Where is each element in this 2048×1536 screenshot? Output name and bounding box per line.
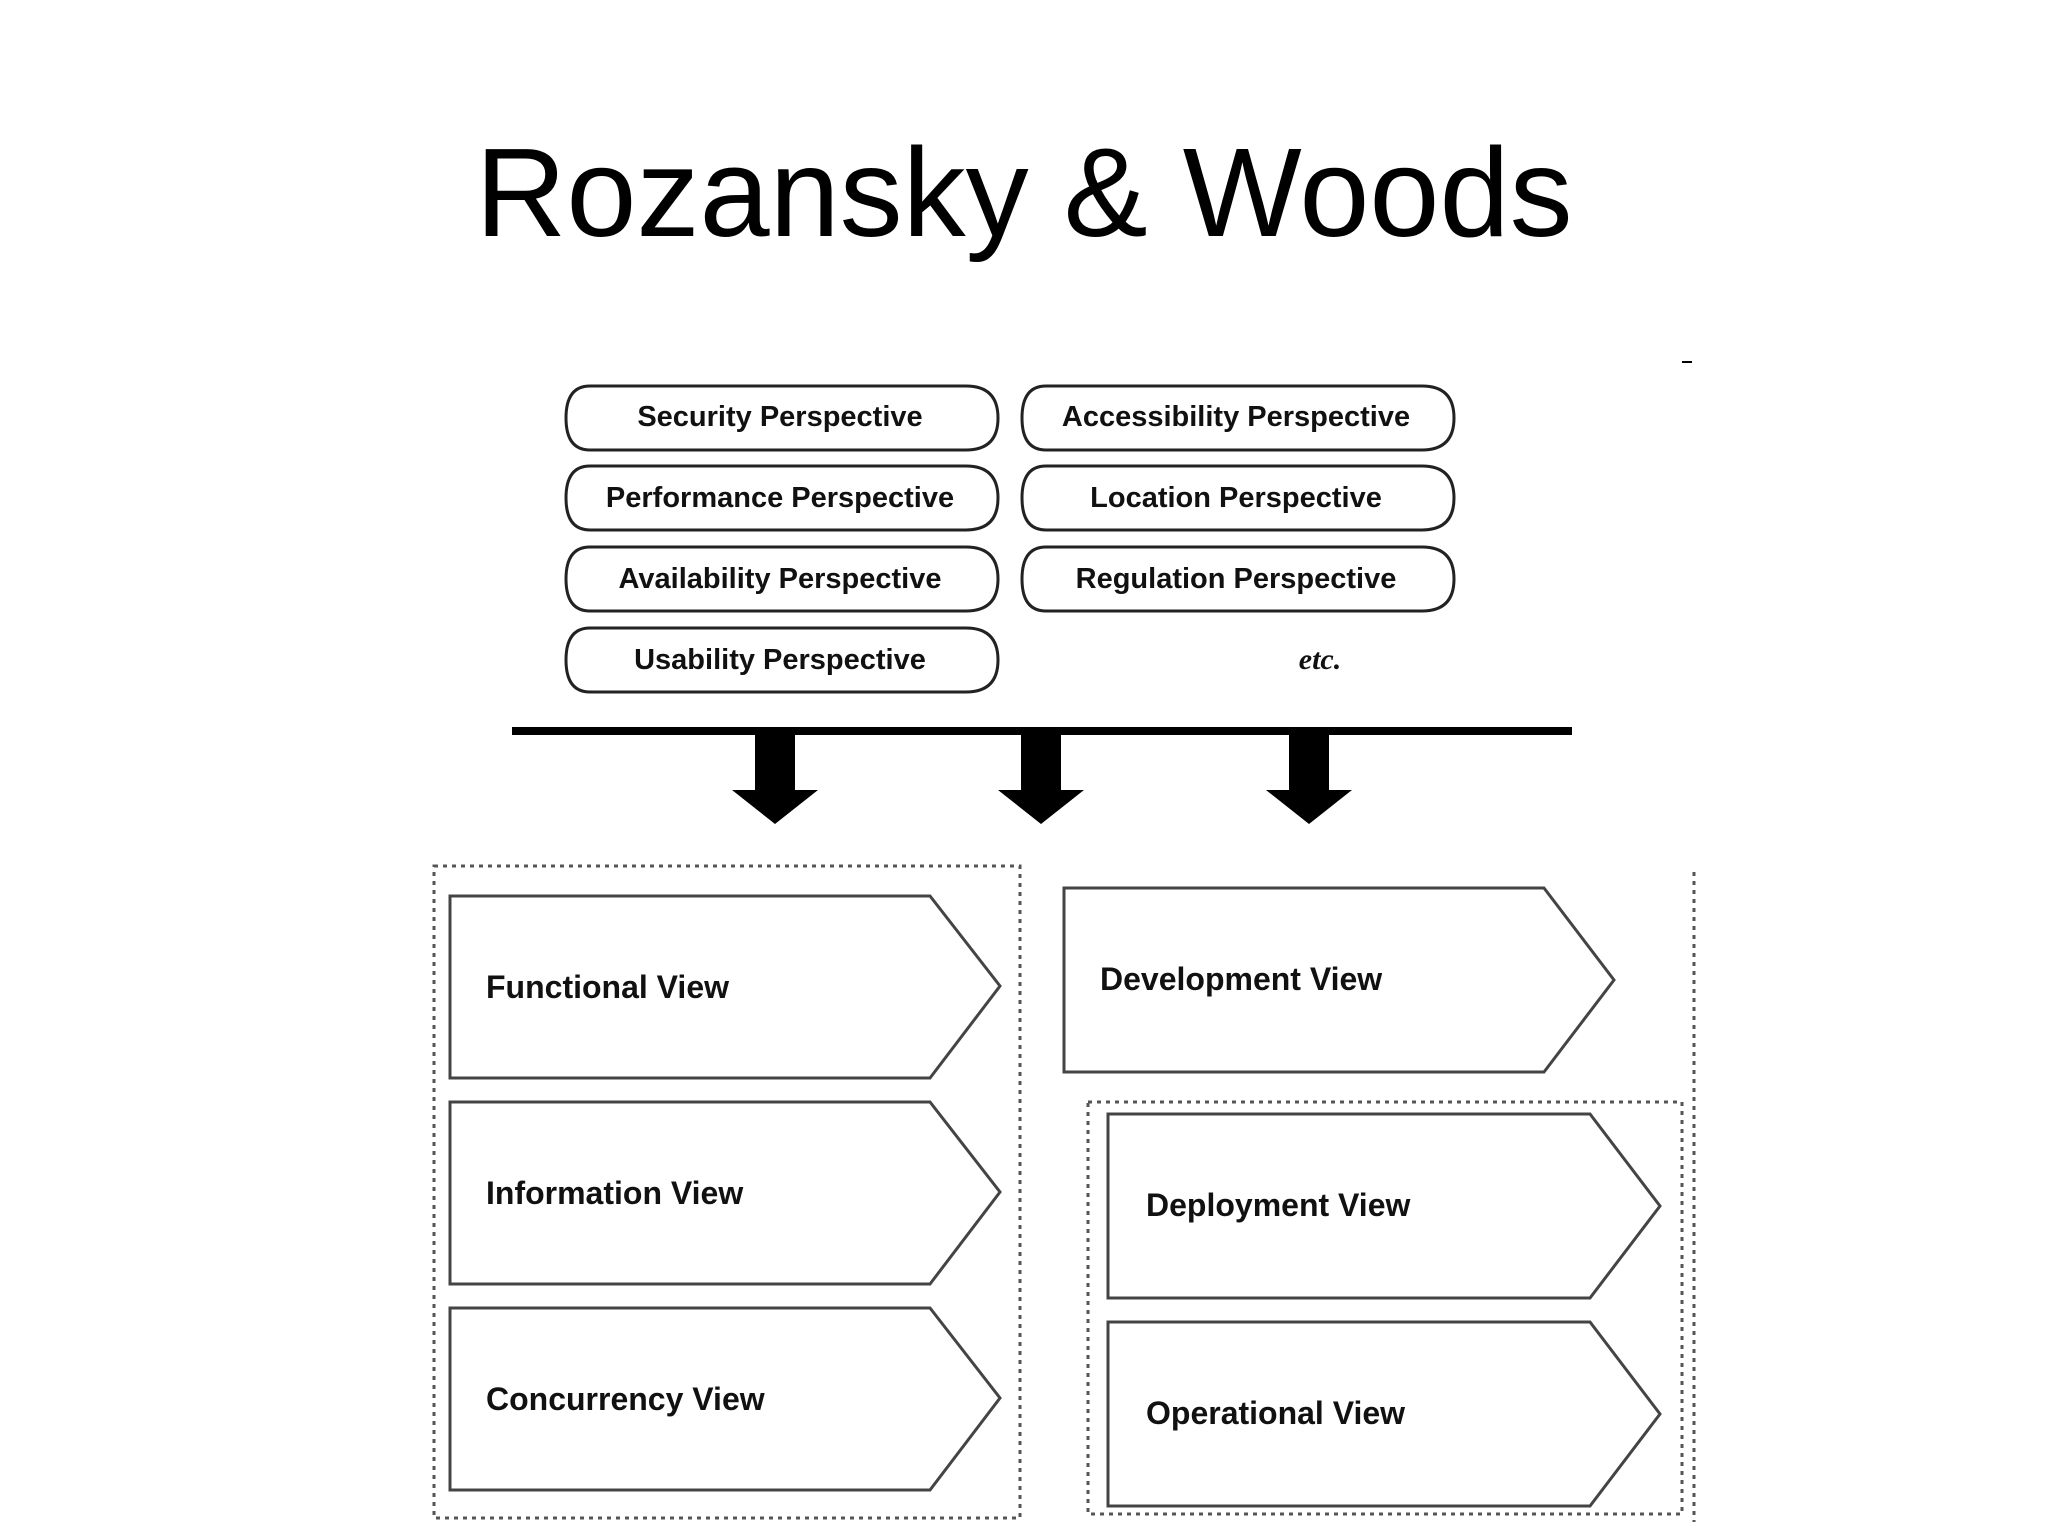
perspective-regulation: Regulation Perspective [1020,545,1456,613]
view-development: Development View [1062,886,1616,1074]
perspective-security: Security Perspective [564,384,1000,452]
perspective-accessibility: Accessibility Perspective [1020,384,1456,452]
perspective-performance-label: Performance Perspective [606,482,954,514]
down-arrow-icon [1266,735,1352,824]
view-functional-label: Functional View [486,969,729,1005]
view-deployment: Deployment View [1106,1112,1662,1300]
view-functional: Functional View [448,894,1002,1080]
view-deployment-label: Deployment View [1146,1187,1410,1223]
slide-title: Rozansky & Woods [475,122,1573,263]
perspectives-bar [512,727,1572,735]
view-operational: Operational View [1106,1320,1662,1508]
views-group-left [432,864,1022,1520]
view-development-label: Development View [1100,961,1382,997]
views-group-right-inner [1086,1100,1684,1516]
perspective-security-label: Security Perspective [637,401,922,433]
view-information-label: Information View [486,1175,743,1211]
view-concurrency: Concurrency View [448,1306,1002,1492]
perspective-location: Location Perspective [1020,464,1456,532]
down-arrow-icon [998,735,1084,824]
perspective-usability: Usability Perspective [564,626,1000,694]
perspective-performance: Performance Perspective [564,464,1000,532]
perspective-usability-label: Usability Perspective [634,644,926,676]
view-concurrency-label: Concurrency View [486,1381,765,1417]
perspective-etc-label: etc. [1299,643,1341,676]
perspective-location-label: Location Perspective [1090,482,1382,514]
view-operational-label: Operational View [1146,1395,1405,1431]
view-information: Information View [448,1100,1002,1286]
perspective-availability-label: Availability Perspective [619,563,942,595]
perspective-regulation-label: Regulation Perspective [1076,563,1397,595]
perspective-accessibility-label: Accessibility Perspective [1062,401,1410,433]
down-arrow-icon [732,735,818,824]
perspective-availability: Availability Perspective [564,545,1000,613]
